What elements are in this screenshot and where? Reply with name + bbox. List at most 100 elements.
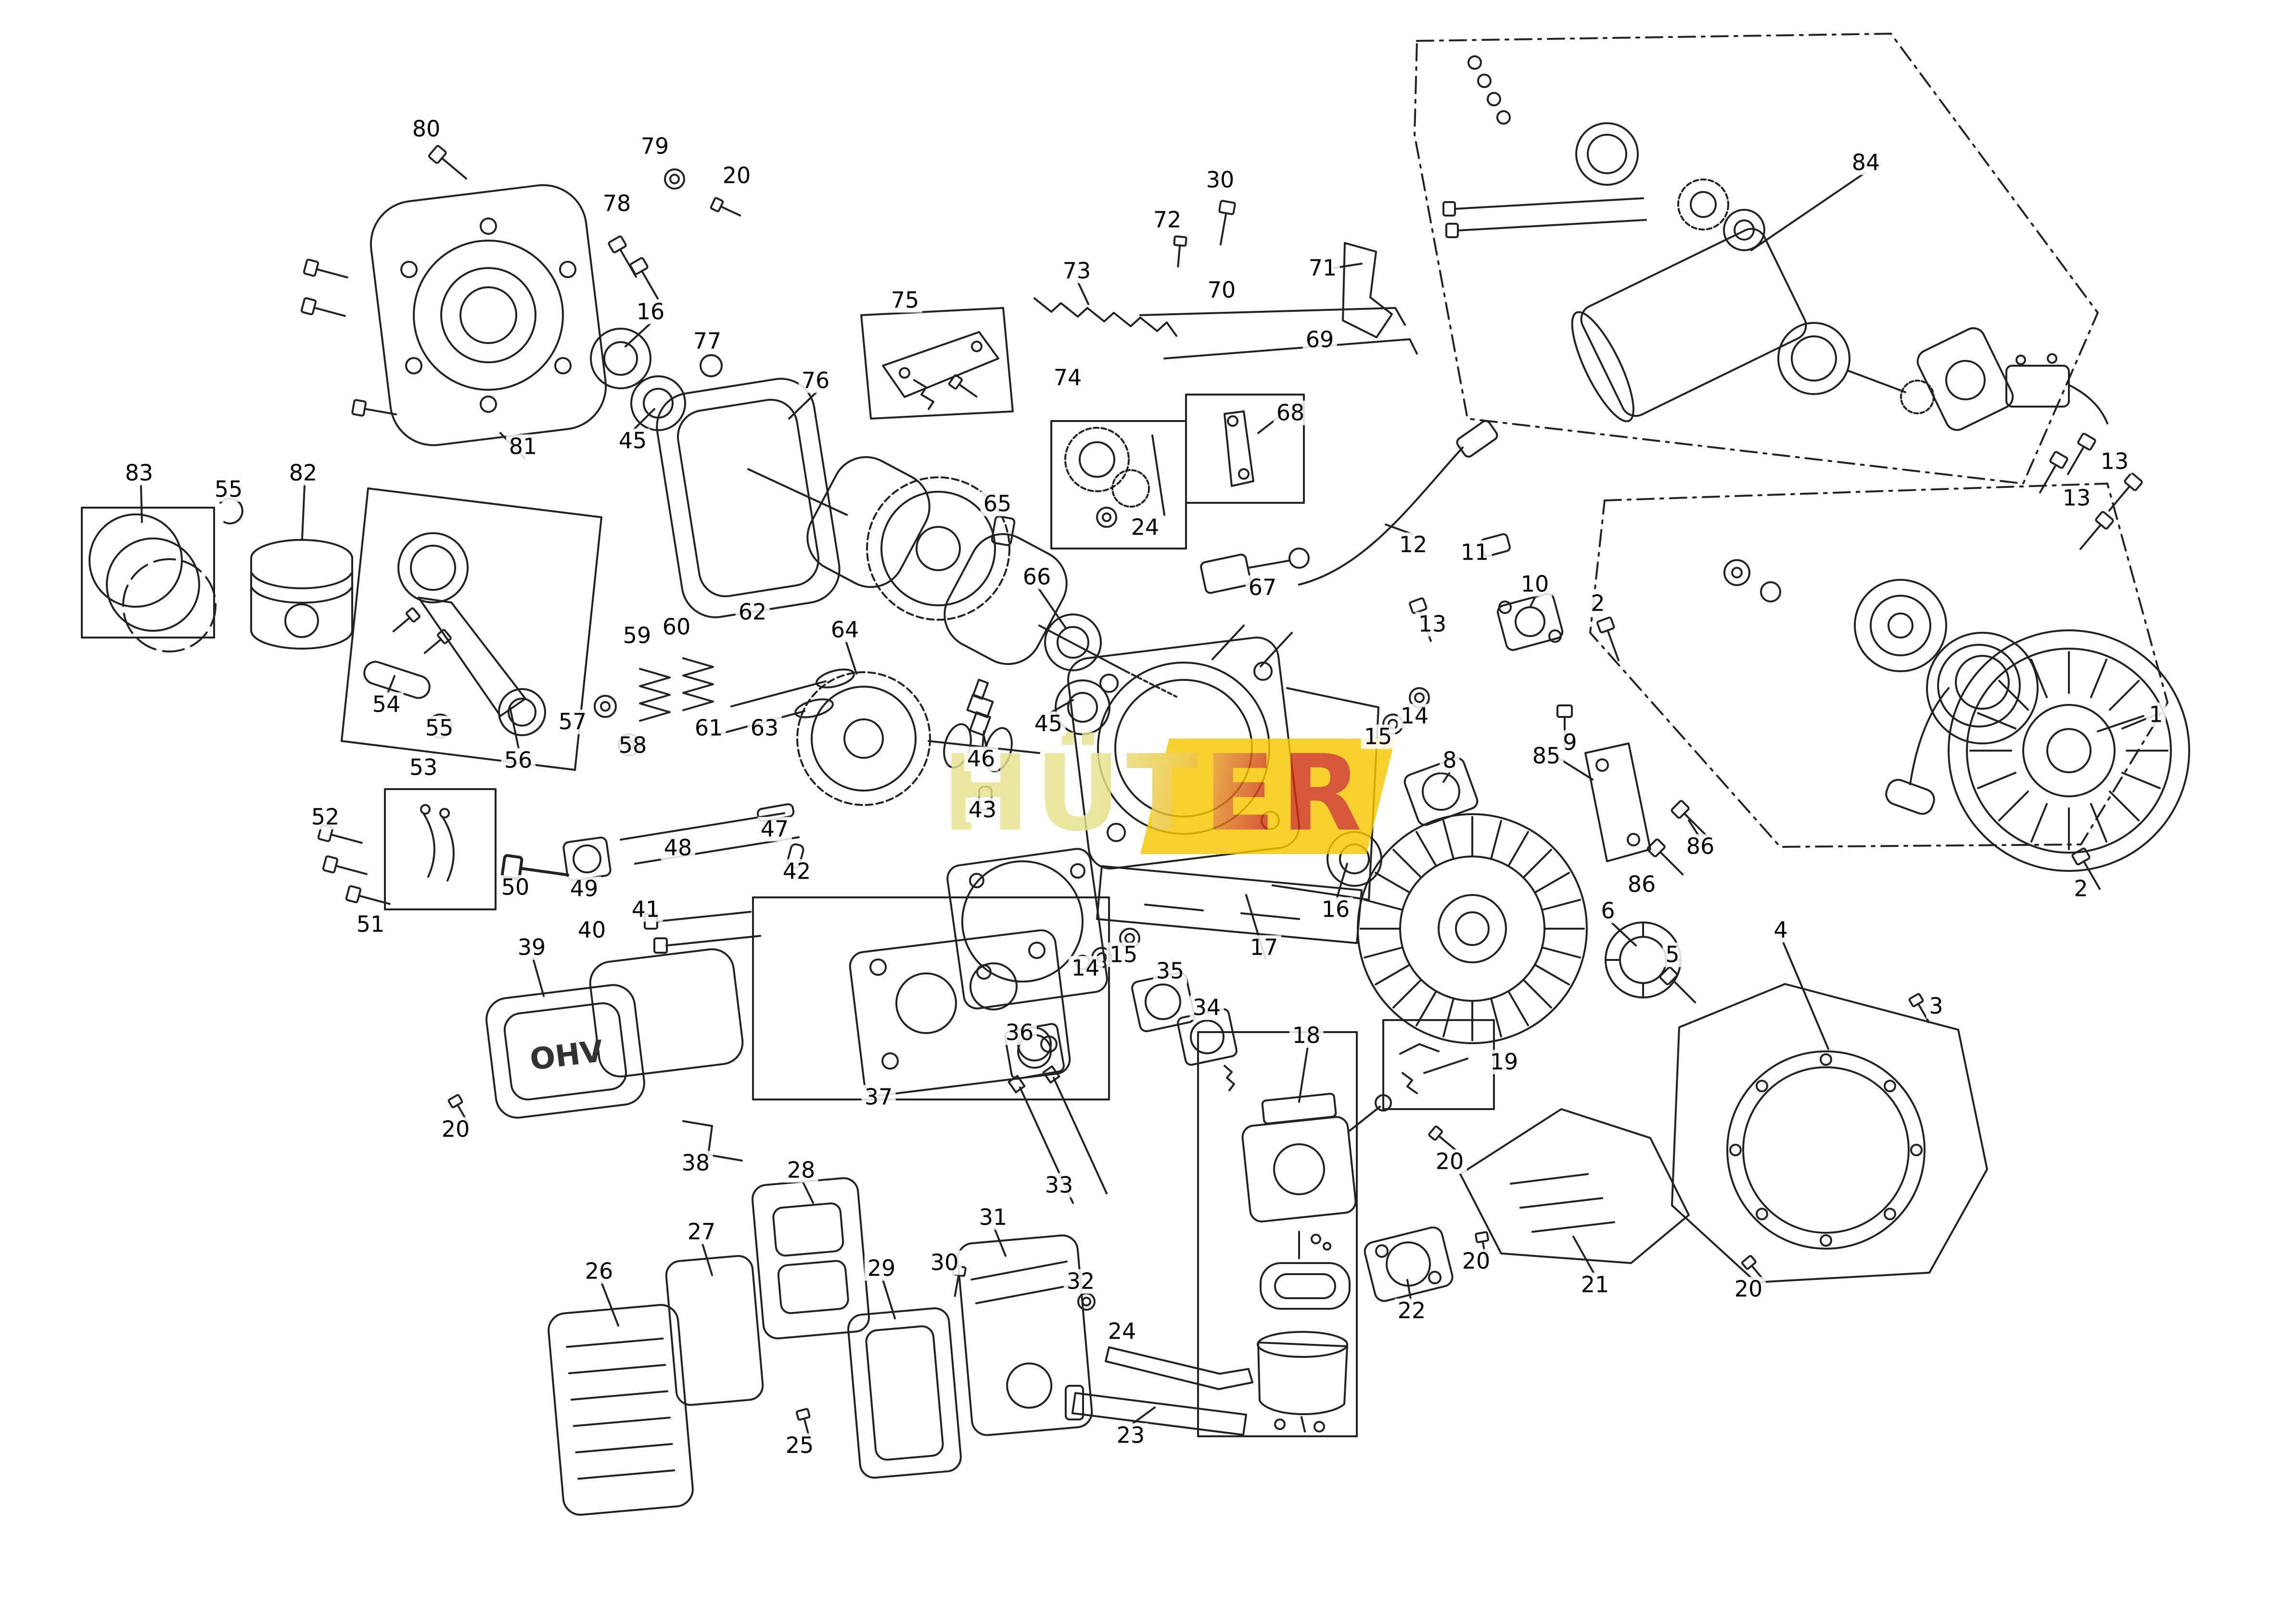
part-label-85: 85 — [1529, 744, 1564, 768]
governor-gear — [1064, 427, 1165, 528]
part-label-17: 17 — [1247, 935, 1281, 960]
part-label-60: 60 — [659, 615, 694, 639]
recoil-starter-group-outline — [1589, 483, 2168, 848]
part-label-33: 33 — [1042, 1173, 1076, 1198]
group-boxes — [81, 33, 2168, 1437]
part-label-28: 28 — [784, 1158, 818, 1183]
part-label-74: 74 — [1050, 366, 1085, 390]
oil-parts — [317, 804, 455, 912]
starter-relay — [2005, 365, 2070, 408]
part-label-86: 86 — [1683, 834, 1718, 859]
bracket-24 — [1105, 1346, 1253, 1390]
part-label-19: 19 — [1487, 1050, 1521, 1074]
part-label-14: 14 — [1397, 704, 1432, 728]
small-linkage — [1399, 1043, 1468, 1094]
oil-sensor-67 — [1200, 553, 1251, 594]
part-label-84: 84 — [1849, 151, 1883, 175]
part-label-78: 78 — [600, 192, 634, 216]
part-label-40: 40 — [574, 918, 609, 943]
bearing-16 — [590, 328, 651, 389]
part-label-39: 39 — [514, 935, 549, 960]
part-label-83: 83 — [122, 461, 156, 486]
oil-seal-77 — [700, 354, 723, 377]
part-label-13: 13 — [2097, 449, 2132, 474]
part-label-68: 68 — [1273, 401, 1308, 425]
gasket-22 — [1364, 1227, 1454, 1302]
part-label-62: 62 — [735, 600, 770, 625]
part-label-49: 49 — [567, 877, 601, 901]
breather-plate — [882, 331, 999, 410]
part-label-20: 20 — [1731, 1277, 1766, 1302]
recoil-starter — [1723, 559, 2190, 872]
part-label-29: 29 — [864, 1256, 899, 1281]
valve-63 — [730, 680, 827, 707]
part-label-77: 77 — [690, 329, 725, 354]
part-label-20: 20 — [1432, 1150, 1467, 1174]
part-label-22: 22 — [1394, 1299, 1429, 1323]
charge-coil-8 — [1403, 757, 1479, 826]
flywheel-fan — [1357, 813, 1588, 1044]
starter-motor — [1442, 55, 2108, 497]
filter-element-27 — [665, 1255, 764, 1406]
end-cap — [1916, 327, 2014, 431]
breather-65 — [991, 515, 1016, 546]
part-label-55: 55 — [211, 477, 246, 502]
valve-cover-gasket — [589, 948, 744, 1078]
valve-spring-59 — [639, 668, 671, 722]
governor-arm-group-box — [1185, 394, 1305, 504]
part-label-75: 75 — [888, 288, 922, 313]
push-rod — [620, 812, 785, 841]
part-label-76: 76 — [798, 369, 833, 393]
carburetor-group-box — [1197, 1031, 1358, 1437]
part-label-24: 24 — [1105, 1319, 1139, 1344]
part-label-13: 13 — [2059, 486, 2094, 511]
part-label-69: 69 — [1302, 328, 1337, 352]
bearing-45 — [630, 375, 686, 431]
part-label-1: 1 — [2146, 703, 2166, 727]
breather-tube-38 — [682, 1120, 743, 1162]
part-label-43: 43 — [965, 798, 1000, 822]
part-label-2: 2 — [1588, 591, 1608, 616]
bracket-85 — [1584, 742, 1651, 862]
recoil-spring — [1926, 632, 2039, 744]
part-label-15: 15 — [1106, 943, 1141, 967]
control-linkage — [1033, 199, 1418, 359]
part-label-12: 12 — [1396, 533, 1430, 557]
recoil-housing — [1948, 629, 2190, 872]
part-label-20: 20 — [438, 1117, 473, 1142]
part-label-42: 42 — [779, 859, 814, 884]
part-label-16: 16 — [1318, 897, 1353, 922]
leader-lines — [140, 172, 2144, 1424]
part-label-20: 20 — [719, 164, 754, 188]
part-label-32: 32 — [1063, 1269, 1098, 1294]
part-label-10: 10 — [1518, 572, 1552, 597]
motor-body — [1580, 228, 1807, 417]
starter-grip — [1885, 779, 1935, 815]
cylinder-block — [1067, 625, 1382, 944]
part-label-72: 72 — [1150, 208, 1185, 232]
strip-53 — [422, 812, 435, 878]
bearing-45b — [1055, 679, 1110, 735]
rod-70 — [1139, 307, 1406, 326]
part-label-79: 79 — [638, 134, 672, 159]
part-label-45: 45 — [1031, 712, 1066, 736]
crankcase-cover — [370, 184, 723, 447]
part-label-9: 9 — [1560, 730, 1580, 755]
part-label-54: 54 — [369, 692, 404, 717]
watermark: HÜTER — [900, 722, 1410, 876]
part-label-70: 70 — [1204, 278, 1239, 303]
watermark-text: HÜTER — [900, 722, 1410, 866]
stud-33 — [1053, 1077, 1108, 1194]
rope-reel — [1854, 579, 1947, 672]
filter-gasket-29 — [847, 1307, 962, 1479]
part-label-20: 20 — [1459, 1249, 1493, 1274]
part-label-6: 6 — [1598, 899, 1618, 923]
oil-strip-group-box — [384, 788, 497, 910]
rod-69 — [1163, 338, 1418, 359]
starter-motor-group-outline — [1414, 33, 2099, 485]
valve-spring-60 — [682, 657, 714, 711]
part-label-57: 57 — [555, 710, 590, 734]
piston — [250, 539, 353, 650]
part-label-34: 34 — [1189, 996, 1224, 1020]
